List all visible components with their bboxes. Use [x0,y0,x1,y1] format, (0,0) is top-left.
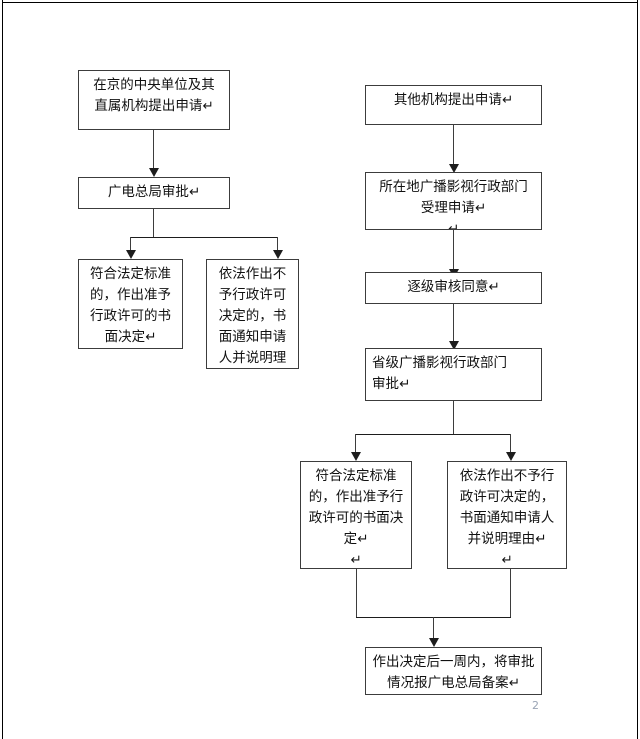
connector-review-to-provincial-line [453,304,454,344]
flow-node-right-outcome-approve: 符合法定标准 的，作出准予行 政许可的书面决 定↵ ↵ [300,461,412,569]
flow-node-left-outcome-reject: 依法作出不 予行政许可 决定的，书 面通知申请 人并说明理 [206,259,299,369]
connector-central-to-sarft-line [153,130,154,171]
flow-node-level-by-level-review: 逐级审核同意↵ [365,272,542,304]
connector-merge-right-drop [510,569,511,617]
flow-node-report-to-sarft: 作出决定后一周内，将审批 情况报广电总局备案↵ [365,647,542,695]
flow-node-sarft-approval: 广电总局审批↵ [78,177,230,209]
connector-merge-left-drop [356,569,357,617]
page-border-left [2,0,3,739]
connector-provincial-right-drop [510,434,511,455]
flow-node-left-outcome-approve: 符合法定标准 的，作出准予 行政许可的书 面决定↵ [78,259,183,349]
flow-node-central-units-apply: 在京的中央单位及其 直属机构提出申请↵ [78,70,230,130]
connector-sarft-right-arrow [273,250,283,259]
page-number: 2 [532,699,539,712]
connector-local-to-review-line [453,230,454,272]
connector-review-to-provincial-arrow [449,341,459,350]
flow-node-other-orgs-apply: 其他机构提出申请↵ [365,85,542,125]
connector-sarft-split-stem [153,209,154,238]
connector-apply-to-local-line [453,125,454,167]
connector-apply-to-local-arrow [449,164,459,173]
page-border-right [637,0,638,739]
connector-provincial-right-arrow [506,452,516,461]
connector-sarft-split-bar [130,237,277,238]
flow-node-provincial-dept-approval: 省级广播影视行政部门 审批↵ [365,348,542,401]
page-border-top [2,2,638,3]
connector-provincial-left-drop [355,434,356,455]
connector-provincial-left-arrow [351,452,361,461]
connector-provincial-split-stem [453,401,454,434]
connector-sarft-left-arrow [126,250,136,259]
connector-merge-stem [433,617,434,642]
connector-merge-arrow [429,638,439,647]
flow-node-right-outcome-reject: 依法作出不予行 政许可决定的， 书面通知申请人 并说明理由↵ ↵ [447,461,567,569]
connector-sarft-right-drop [277,237,278,254]
connector-central-to-sarft-arrow [149,168,159,177]
connector-provincial-split-bar [355,434,511,435]
flow-node-local-dept-accept: 所在地广播影视行政部门 受理申请↵ ↵ [365,172,542,230]
connector-sarft-left-drop [130,237,131,254]
